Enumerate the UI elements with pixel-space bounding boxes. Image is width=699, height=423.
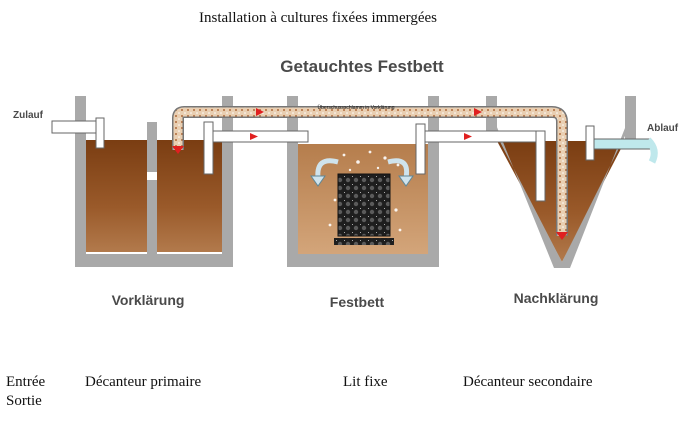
legend-sortie: Sortie [6, 393, 42, 409]
flow-arrows [172, 108, 568, 240]
left-recirculation-arrow [315, 158, 339, 179]
stage-label-festbett: Festbett [330, 294, 385, 310]
page-title: Installation à cultures fixées immergées [199, 10, 437, 26]
legend-primary-clarifier: Décanteur primaire [85, 374, 202, 390]
outlet-pipe [589, 138, 651, 150]
fixed-bed-tank [287, 96, 439, 267]
stage-label-nachklaerung: Nachklärung [514, 290, 599, 306]
inlet-pipe [51, 120, 103, 134]
legend-fixed-bed: Lit fixe [343, 374, 388, 390]
right-recirculation-arrow [387, 158, 410, 179]
legend-entree: Entrée [6, 374, 46, 390]
diagram-title: Getauchtes Festbett [280, 57, 444, 76]
sludge-return-label: Überschussschlamm in Vorklärung [318, 104, 395, 111]
transfer-pipe-2 [419, 130, 543, 143]
fixed-bed-media [337, 173, 391, 237]
inlet-label: Zulauf [13, 110, 44, 121]
primary-clarifier-tank [75, 96, 233, 267]
legend-secondary-clarifier: Décanteur secondaire [463, 374, 593, 390]
outlet-label: Ablauf [647, 123, 679, 134]
stage-label-vorklaerung: Vorklärung [112, 292, 185, 308]
